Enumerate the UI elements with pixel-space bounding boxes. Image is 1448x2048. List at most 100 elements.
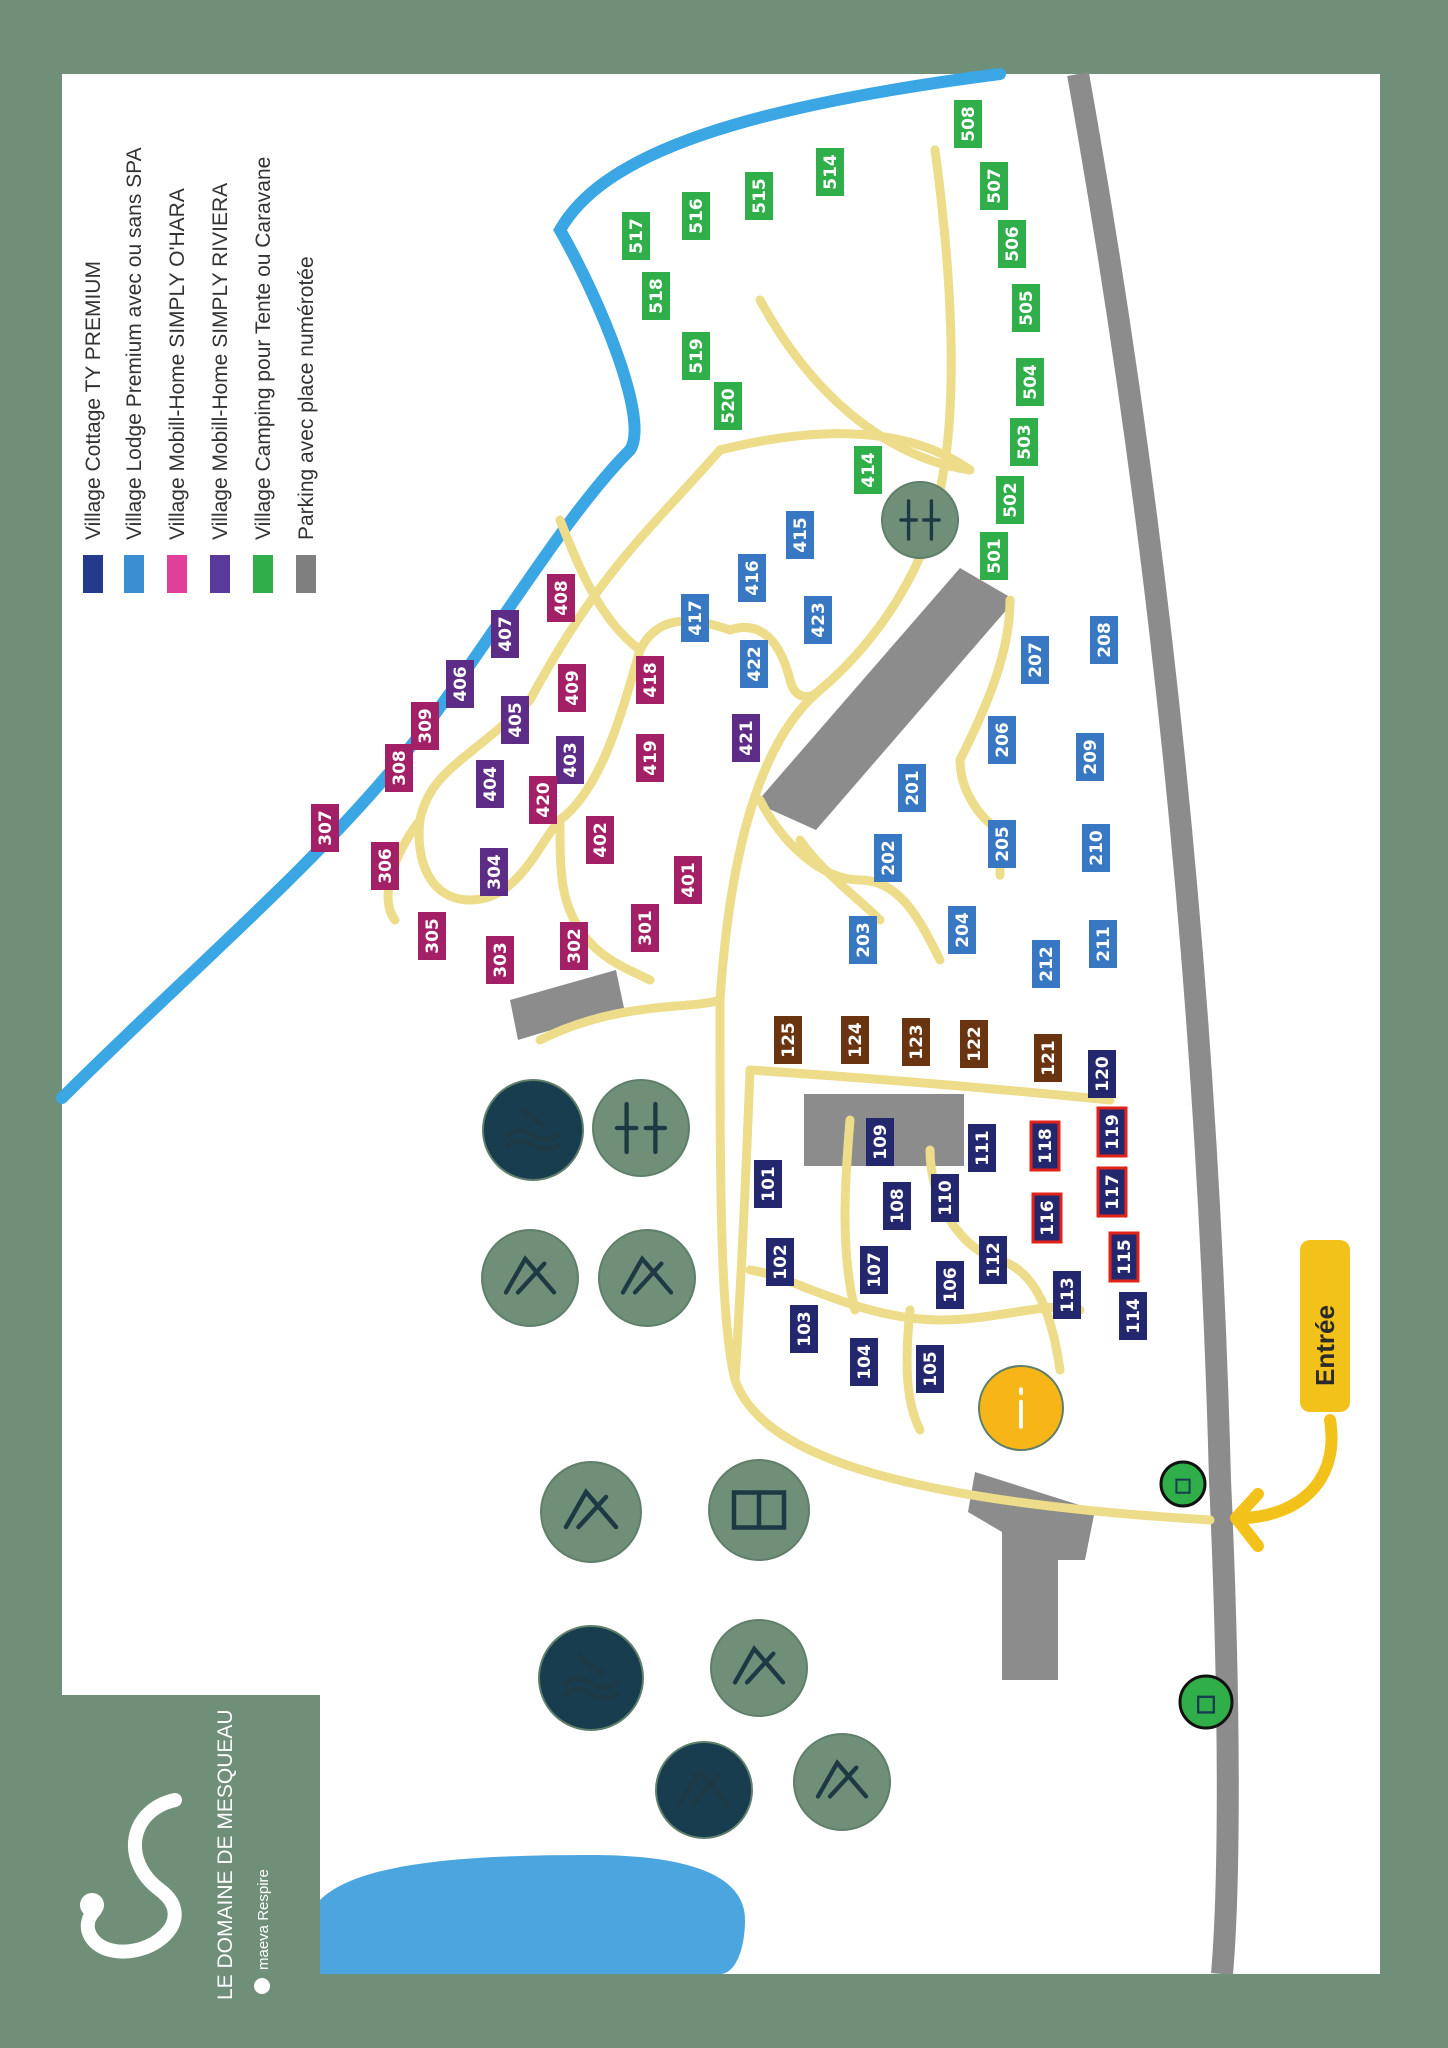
lot-117[interactable]: 117 bbox=[1096, 1166, 1128, 1218]
lot-407[interactable]: 407 bbox=[491, 610, 519, 658]
lot-207[interactable]: 207 bbox=[1021, 636, 1049, 684]
lot-109[interactable]: 109 bbox=[866, 1118, 894, 1166]
waste-bin-icon[interactable] bbox=[1159, 1460, 1207, 1508]
lot-304[interactable]: 304 bbox=[480, 848, 508, 896]
lot-125[interactable]: 125 bbox=[774, 1016, 802, 1064]
lot-206[interactable]: 206 bbox=[988, 716, 1016, 764]
lot-204[interactable]: 204 bbox=[948, 906, 976, 954]
lot-306[interactable]: 306 bbox=[371, 842, 399, 890]
lot-208[interactable]: 208 bbox=[1090, 616, 1118, 664]
lot-210[interactable]: 210 bbox=[1082, 824, 1110, 872]
lot-416[interactable]: 416 bbox=[738, 554, 766, 602]
lot-124[interactable]: 124 bbox=[841, 1016, 869, 1064]
lot-301[interactable]: 301 bbox=[631, 904, 659, 952]
lot-503[interactable]: 503 bbox=[1010, 418, 1038, 466]
lot-309[interactable]: 309 bbox=[411, 702, 439, 750]
lot-number: 110 bbox=[936, 1180, 956, 1216]
lot-116[interactable]: 116 bbox=[1031, 1192, 1063, 1244]
lot-520[interactable]: 520 bbox=[714, 382, 742, 430]
lot-201[interactable]: 201 bbox=[898, 764, 926, 812]
lot-406[interactable]: 406 bbox=[446, 660, 474, 708]
lot-212[interactable]: 212 bbox=[1032, 940, 1060, 988]
lot-203[interactable]: 203 bbox=[849, 916, 877, 964]
lot-518[interactable]: 518 bbox=[642, 272, 670, 320]
lot-102[interactable]: 102 bbox=[766, 1238, 794, 1286]
lot-401[interactable]: 401 bbox=[674, 856, 702, 904]
lot-211[interactable]: 211 bbox=[1089, 920, 1117, 968]
lot-515[interactable]: 515 bbox=[745, 172, 773, 220]
lot-113[interactable]: 113 bbox=[1053, 1271, 1081, 1319]
lot-badge bbox=[774, 1016, 802, 1064]
lot-302[interactable]: 302 bbox=[560, 922, 588, 970]
lot-307[interactable]: 307 bbox=[311, 804, 339, 852]
lot-422[interactable]: 422 bbox=[740, 640, 768, 688]
lot-105[interactable]: 105 bbox=[916, 1345, 944, 1393]
lot-badge bbox=[547, 574, 575, 622]
lot-120[interactable]: 120 bbox=[1088, 1050, 1116, 1098]
lot-505[interactable]: 505 bbox=[1012, 284, 1040, 332]
lot-202[interactable]: 202 bbox=[874, 834, 902, 882]
football-field-icon[interactable] bbox=[708, 1459, 810, 1561]
lot-205[interactable]: 205 bbox=[988, 820, 1016, 868]
lot-209[interactable]: 209 bbox=[1076, 733, 1104, 781]
lot-103[interactable]: 103 bbox=[790, 1305, 818, 1353]
waste-bin-icon[interactable] bbox=[1178, 1674, 1234, 1730]
lot-404[interactable]: 404 bbox=[476, 760, 504, 808]
lot-number: 116 bbox=[1038, 1200, 1058, 1236]
lot-123[interactable]: 123 bbox=[902, 1018, 930, 1066]
lot-122[interactable]: 122 bbox=[960, 1020, 988, 1068]
water-slide-icon[interactable] bbox=[540, 1461, 642, 1563]
lot-419[interactable]: 419 bbox=[636, 734, 664, 782]
lot-418[interactable]: 418 bbox=[636, 656, 664, 704]
lot-506[interactable]: 506 bbox=[998, 220, 1026, 268]
lot-504[interactable]: 504 bbox=[1016, 358, 1044, 406]
lot-111[interactable]: 111 bbox=[968, 1124, 996, 1172]
lot-121[interactable]: 121 bbox=[1034, 1034, 1062, 1082]
lot-417[interactable]: 417 bbox=[681, 594, 709, 642]
lot-101[interactable]: 101 bbox=[754, 1160, 782, 1208]
lot-118[interactable]: 118 bbox=[1029, 1120, 1061, 1172]
lot-414[interactable]: 414 bbox=[854, 446, 882, 494]
information-icon[interactable] bbox=[978, 1365, 1064, 1451]
lot-110[interactable]: 110 bbox=[931, 1174, 959, 1222]
lot-516[interactable]: 516 bbox=[682, 192, 710, 240]
lot-420[interactable]: 420 bbox=[529, 776, 557, 824]
toilets-icon[interactable] bbox=[592, 1079, 690, 1177]
lot-112[interactable]: 112 bbox=[979, 1236, 1007, 1284]
lot-507[interactable]: 507 bbox=[980, 162, 1008, 210]
lot-423[interactable]: 423 bbox=[804, 596, 832, 644]
lot-514[interactable]: 514 bbox=[816, 148, 844, 196]
lot-number: 506 bbox=[1003, 226, 1023, 262]
lot-107[interactable]: 107 bbox=[860, 1246, 888, 1294]
kids-club-icon[interactable] bbox=[655, 1741, 753, 1839]
lot-115[interactable]: 115 bbox=[1108, 1231, 1140, 1283]
lot-303[interactable]: 303 bbox=[486, 936, 514, 984]
lot-119[interactable]: 119 bbox=[1096, 1106, 1128, 1158]
lot-badge bbox=[931, 1174, 959, 1222]
lot-408[interactable]: 408 bbox=[547, 574, 575, 622]
lot-517[interactable]: 517 bbox=[622, 212, 650, 260]
lot-405[interactable]: 405 bbox=[501, 696, 529, 744]
lot-502[interactable]: 502 bbox=[996, 476, 1024, 524]
playground-icon[interactable] bbox=[481, 1229, 579, 1327]
lot-114[interactable]: 114 bbox=[1119, 1292, 1147, 1340]
toilets-icon[interactable] bbox=[881, 481, 959, 559]
lot-104[interactable]: 104 bbox=[850, 1338, 878, 1386]
lot-409[interactable]: 409 bbox=[558, 664, 586, 712]
lot-421[interactable]: 421 bbox=[732, 714, 760, 762]
pool-icon[interactable] bbox=[538, 1625, 644, 1731]
lot-108[interactable]: 108 bbox=[883, 1182, 911, 1230]
lot-305[interactable]: 305 bbox=[418, 912, 446, 960]
lot-508[interactable]: 508 bbox=[954, 100, 982, 148]
lot-501[interactable]: 501 bbox=[980, 532, 1008, 580]
swing-icon[interactable] bbox=[598, 1229, 696, 1327]
lot-415[interactable]: 415 bbox=[786, 511, 814, 559]
lot-402[interactable]: 402 bbox=[586, 816, 614, 864]
lot-403[interactable]: 403 bbox=[556, 736, 584, 784]
lot-519[interactable]: 519 bbox=[682, 332, 710, 380]
ping-pong-icon[interactable] bbox=[710, 1619, 808, 1717]
games-room-icon[interactable] bbox=[793, 1733, 891, 1831]
pool-icon[interactable] bbox=[482, 1079, 584, 1181]
lot-308[interactable]: 308 bbox=[385, 744, 413, 792]
lot-106[interactable]: 106 bbox=[936, 1261, 964, 1309]
